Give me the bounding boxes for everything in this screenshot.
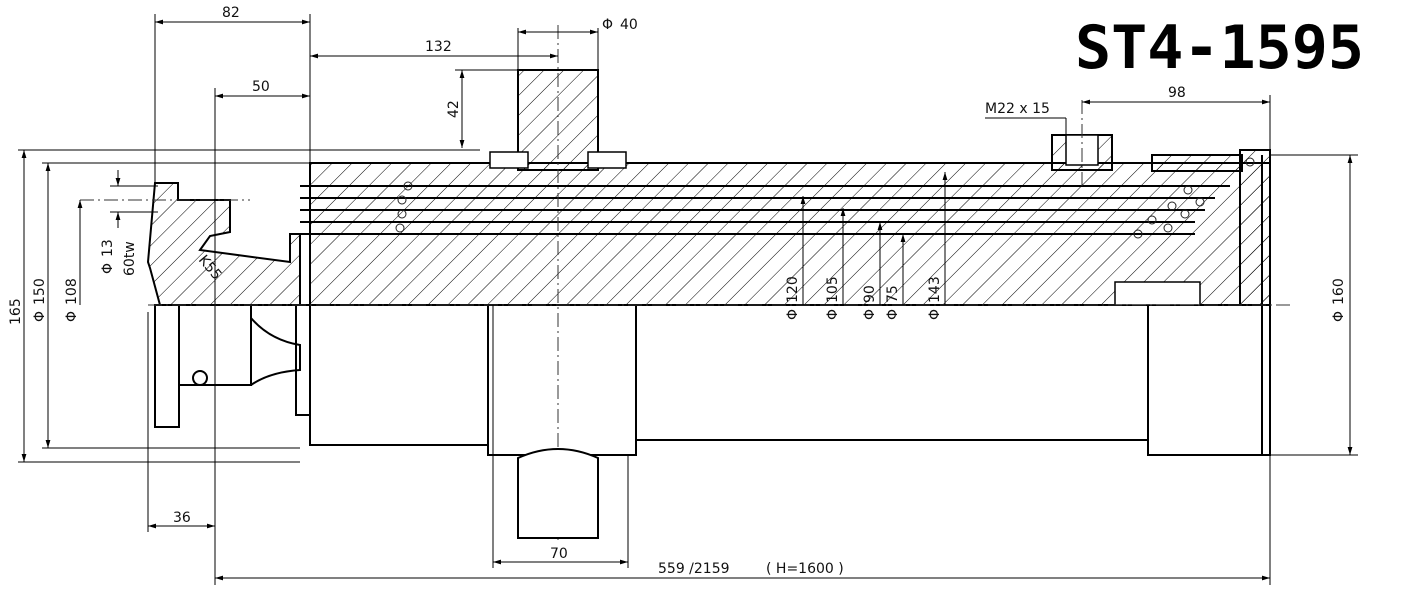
- diameter-symbol: Φ: [885, 309, 901, 320]
- diameter-symbol: Φ: [862, 309, 878, 320]
- dim-m22: M22 x 15: [985, 101, 1050, 117]
- diameter-symbol: Φ: [927, 309, 943, 320]
- dimension-lines: [18, 14, 1358, 585]
- weld-note: 60tw: [122, 241, 138, 276]
- dim-132: 132: [425, 39, 452, 55]
- dim-165: 165: [8, 298, 24, 325]
- diameter-symbol: Φ: [64, 311, 80, 322]
- dim-phi108: 108: [64, 278, 80, 305]
- dimension-labels: 82 132 50 Φ 40 42 M22 x 15 98 Φ 120 Φ 10…: [8, 5, 1347, 577]
- trunnion-pin: [489, 25, 627, 540]
- dim-phi143: 143: [927, 276, 943, 303]
- dim-h: ( H=1600 ): [766, 561, 844, 577]
- dim-36: 36: [173, 510, 191, 526]
- dim-phi105: 105: [825, 276, 841, 303]
- dim-stroke: 559 /2159: [658, 561, 730, 577]
- diameter-symbol: Φ: [1331, 311, 1347, 322]
- diameter-symbol: Φ: [602, 17, 613, 33]
- diameter-symbol: Φ: [32, 311, 48, 322]
- dim-82: 82: [222, 5, 240, 21]
- cylinder-body: [290, 149, 1271, 456]
- dim-70: 70: [550, 546, 568, 562]
- dim-phi40: 40: [620, 17, 638, 33]
- drawing-title: ST4-1595: [1075, 13, 1364, 83]
- dim-phi160: 160: [1331, 278, 1347, 305]
- dim-phi120: 120: [785, 276, 801, 303]
- dim-phi13: 13: [100, 239, 116, 257]
- port-m22: [1051, 100, 1113, 190]
- dim-phi150: 150: [32, 278, 48, 305]
- diameter-symbol: Φ: [785, 309, 801, 320]
- diameter-symbol: Φ: [100, 263, 116, 274]
- diameter-symbol: Φ: [825, 309, 841, 320]
- dim-phi90: 90: [862, 285, 878, 303]
- dim-50: 50: [252, 79, 270, 95]
- dim-phi75: 75: [885, 285, 901, 303]
- dim-42: 42: [446, 100, 462, 118]
- seal-rings: [395, 157, 1255, 239]
- dim-98: 98: [1168, 85, 1186, 101]
